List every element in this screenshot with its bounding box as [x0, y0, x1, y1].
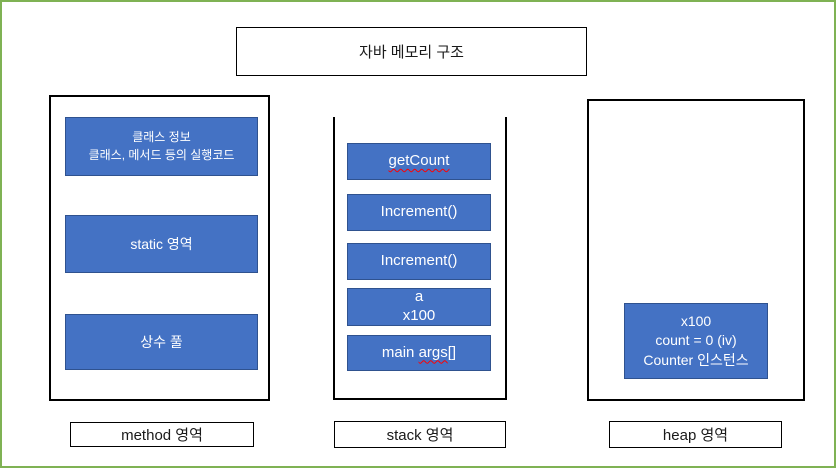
stack-frame-getcount-label: getCount [388, 152, 450, 170]
stack-frame-main-args[interactable]: main args[] [347, 335, 491, 371]
method-region-label: method 영역 [121, 427, 203, 444]
diagram-title: 자바 메모리 구조 [359, 44, 464, 61]
stack-region-label-box[interactable]: stack 영역 [334, 421, 506, 448]
stack-frame-increment-2-label: Increment() [380, 252, 458, 270]
main-args-word: args [418, 343, 448, 361]
stack-frame-a-line2: x100 [402, 307, 436, 324]
main-args-pre: main [381, 343, 419, 361]
stack-frame-getcount[interactable]: getCount [347, 143, 491, 180]
stack-frame-a-x100[interactable]: a x100 [347, 288, 491, 326]
stack-frame-increment-2[interactable]: Increment() [347, 243, 491, 280]
method-region-label-box[interactable]: method 영역 [70, 422, 254, 447]
stack-frame-increment-1[interactable]: Increment() [347, 194, 491, 231]
heap-instance-line3: Counter 인스턴스 [643, 351, 749, 368]
heap-instance-line2: count = 0 (iv) [655, 332, 737, 349]
stack-frame-increment-1-label: Increment() [380, 203, 458, 221]
static-area-shape[interactable]: static 영역 [65, 215, 258, 273]
stack-frame-a-line1: a [414, 288, 424, 306]
heap-region-label: heap 영역 [662, 427, 729, 444]
static-area-label: static 영역 [130, 235, 193, 252]
main-args-post: [] [447, 343, 457, 361]
constant-pool-label: 상수 풀 [140, 333, 183, 350]
title-shape[interactable]: 자바 메모리 구조 [236, 27, 587, 76]
stack-frame-main-args-label: main args[] [382, 344, 456, 363]
heap-instance-shape[interactable]: x100 count = 0 (iv) Counter 인스턴스 [624, 303, 768, 379]
class-info-shape[interactable]: 클래스 정보 클래스, 메서드 등의 실행코드 [65, 117, 258, 176]
heap-region-label-box[interactable]: heap 영역 [609, 421, 782, 448]
heap-instance-line1: x100 [680, 312, 712, 329]
class-info-line1: 클래스 정보 [132, 130, 191, 145]
class-info-line2: 클래스, 메서드 등의 실행코드 [88, 147, 235, 162]
stack-region-label: stack 영역 [386, 427, 454, 444]
constant-pool-shape[interactable]: 상수 풀 [65, 314, 258, 370]
